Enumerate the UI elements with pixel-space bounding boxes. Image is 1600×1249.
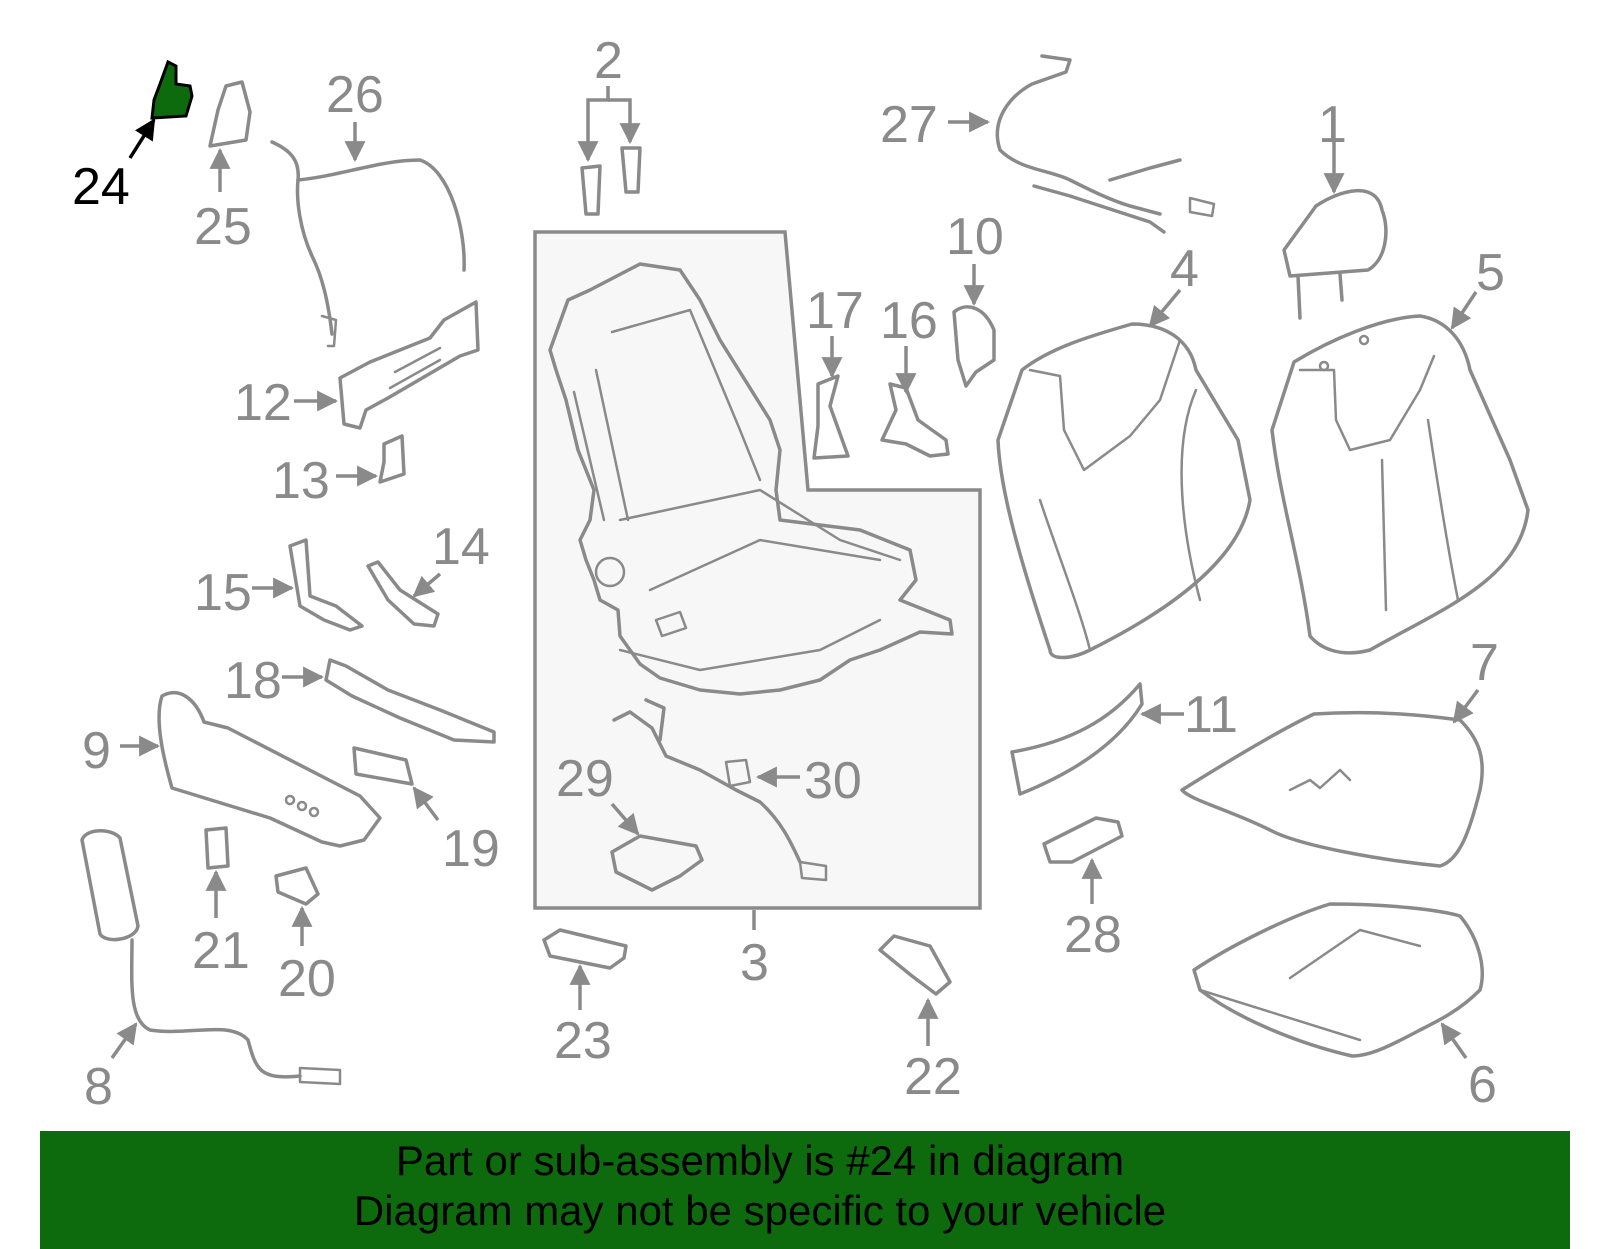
arrow-7 [1452, 688, 1480, 724]
callout-25: 25 [194, 198, 252, 256]
part-8 [80, 829, 342, 1086]
part-21 [204, 826, 230, 870]
callout-10: 10 [946, 208, 1004, 266]
part-15 [288, 538, 364, 632]
callout-18: 18 [224, 652, 282, 710]
callout-16: 16 [880, 292, 938, 350]
arrow-24 [128, 118, 156, 159]
callout-2: 2 [594, 32, 623, 90]
callout-3: 3 [740, 934, 769, 992]
part-20 [274, 866, 320, 906]
info-banner: Part or sub-assembly is #24 in diagram D… [40, 1131, 1570, 1249]
part-10 [952, 305, 996, 388]
part-28 [1042, 816, 1124, 864]
callout-23: 23 [554, 1012, 612, 1070]
arrow-19 [412, 786, 440, 822]
part-11 [1010, 682, 1144, 796]
callout-9: 9 [82, 722, 111, 780]
callout-29: 29 [556, 750, 614, 808]
part-5-seat-back-pad [1270, 314, 1530, 655]
part-18 [324, 658, 496, 744]
part-29 [610, 834, 704, 892]
callout-14: 14 [432, 518, 490, 576]
banner-line-part-number: Part or sub-assembly is #24 in diagram [395, 1137, 1125, 1184]
part-4-seat-back-cover [996, 322, 1252, 660]
arrow-2 [577, 86, 610, 163]
callout-21: 21 [192, 922, 250, 980]
callout-12: 12 [234, 374, 292, 432]
part-19 [352, 746, 414, 786]
arrow-6 [1440, 1022, 1468, 1060]
callout-27: 27 [880, 96, 938, 154]
part-1-headrest [1282, 189, 1388, 320]
part-26 [270, 140, 466, 348]
callout-11: 11 [1184, 686, 1238, 744]
callout-30: 30 [804, 752, 862, 810]
part-3-seat-frame [548, 262, 954, 696]
part-16 [880, 382, 950, 458]
part-17 [812, 374, 850, 460]
part-23 [542, 928, 628, 970]
callout-15: 15 [194, 564, 252, 622]
callout-6: 6 [1468, 1056, 1497, 1114]
part-2 [580, 146, 642, 216]
arrow-4 [1148, 288, 1182, 328]
callout-19: 19 [442, 820, 500, 878]
arrow-29 [610, 802, 640, 836]
callout-7: 7 [1470, 634, 1499, 692]
callout-28: 28 [1064, 906, 1122, 964]
part-25 [208, 80, 252, 148]
callout-22: 22 [904, 1048, 962, 1106]
callout-1: 1 [1318, 96, 1347, 154]
callout-4: 4 [1170, 240, 1199, 298]
arrow-5 [1450, 291, 1478, 330]
part-30 [612, 698, 828, 882]
part-7-seat-cushion-pad [1180, 710, 1484, 868]
banner-line-disclaimer: Diagram may not be specific to your vehi… [353, 1187, 1167, 1234]
callout-20: 20 [278, 950, 336, 1008]
callout-13: 13 [272, 452, 330, 510]
part-24-highlighted[interactable] [150, 59, 194, 120]
callout-5: 5 [1476, 244, 1505, 302]
part-13 [378, 434, 406, 484]
callout-24: 24 [72, 158, 130, 216]
callout-26: 26 [326, 66, 384, 124]
arrow-8 [110, 1022, 138, 1060]
part-6-seat-cushion-cover [1192, 902, 1484, 1058]
callout-8: 8 [84, 1058, 113, 1116]
part-9 [157, 690, 382, 848]
part-12 [338, 300, 480, 430]
part-27 [995, 54, 1216, 234]
arrow-2b [608, 98, 641, 145]
part-22 [878, 934, 952, 996]
part-14 [366, 560, 440, 628]
frame-group-box [533, 230, 982, 910]
arrow-14 [412, 572, 442, 598]
callout-17: 17 [806, 282, 864, 340]
